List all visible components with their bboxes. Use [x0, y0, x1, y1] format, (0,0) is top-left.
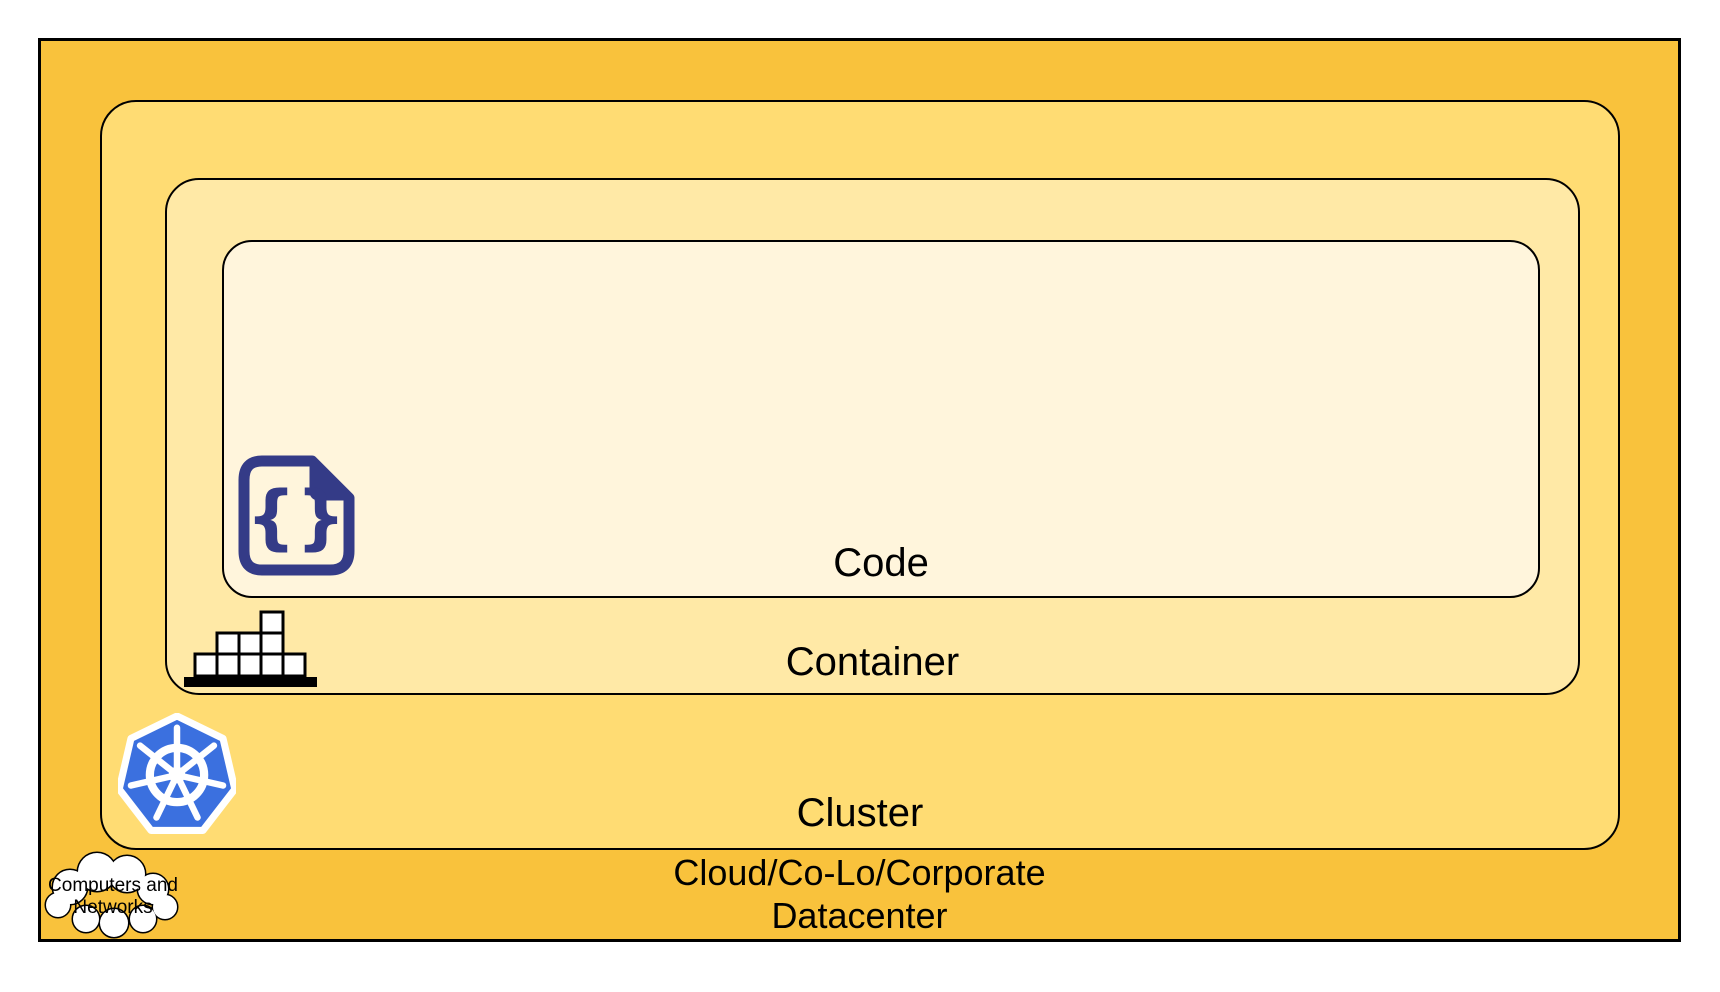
kubernetes-helm-icon	[118, 713, 236, 834]
code-file-fold-corner	[309, 458, 352, 501]
layer-datacenter: {} Code	[38, 38, 1681, 942]
helm-wheel-rim	[145, 743, 209, 807]
layer-container: {} Code	[165, 178, 1580, 695]
cloud-text-line1: Computers and	[48, 875, 178, 896]
cloud-body	[46, 853, 177, 937]
layer-cluster: {} Code	[100, 100, 1620, 850]
code-label: Code	[833, 541, 929, 585]
container-blocks	[193, 610, 307, 678]
container-base-bar	[184, 677, 317, 687]
layer-code: {} Code	[222, 240, 1540, 598]
code-file-icon: {}	[238, 455, 355, 576]
container-label: Container	[785, 640, 960, 684]
cloud-text-line2: Networks	[73, 897, 152, 918]
code-file-outline	[238, 455, 355, 576]
helm-wheel-hub	[168, 766, 186, 784]
container-blocks-icon	[184, 610, 317, 687]
curly-braces-glyph: {}	[246, 476, 346, 558]
datacenter-label-line2: Datacenter	[771, 894, 948, 936]
datacenter-label: Cloud/Co-Lo/Corporate Datacenter	[41, 851, 1678, 937]
cloud-icon: Computers and Networks	[44, 851, 179, 939]
cluster-label: Cluster	[796, 791, 924, 835]
datacenter-label-line1: Cloud/Co-Lo/Corporate	[673, 851, 1046, 893]
